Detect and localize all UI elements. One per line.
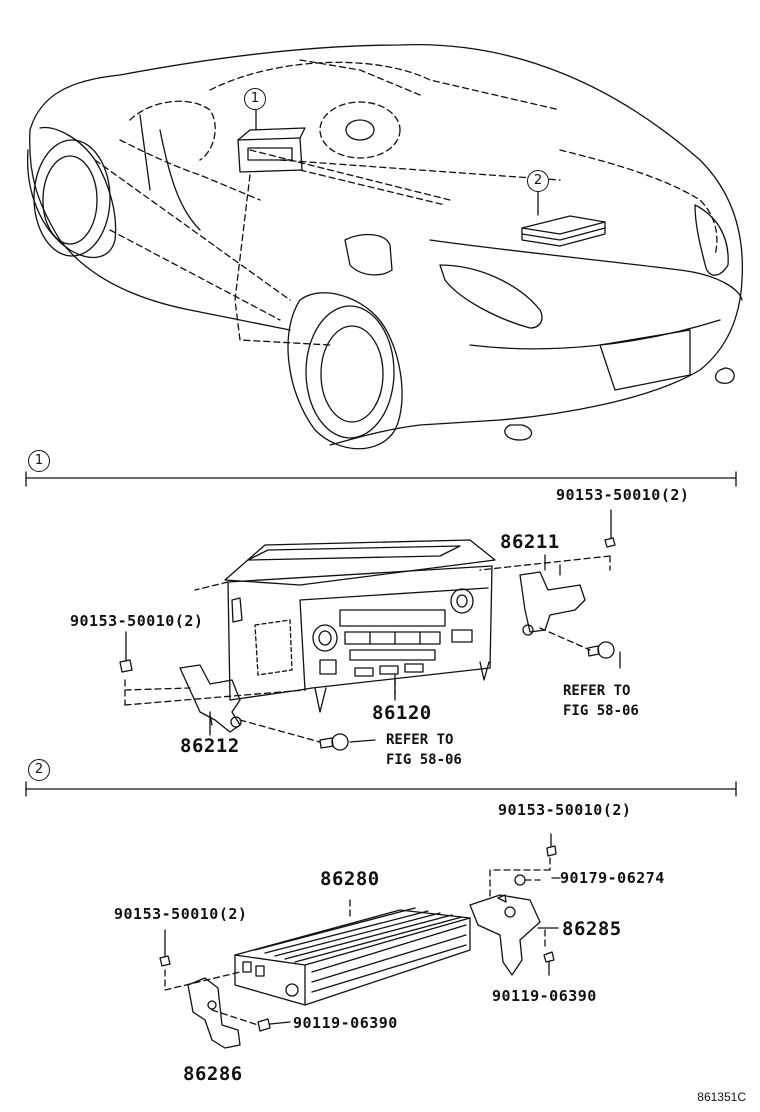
part-label-86212: 86212 <box>180 735 240 757</box>
bolt-top-s2 <box>546 833 557 857</box>
amplifier-86280 <box>234 907 471 1006</box>
screw-left-s2 <box>257 1018 291 1032</box>
bolt-left-s2 <box>159 929 171 967</box>
bolt-left-s1 <box>119 631 133 673</box>
section-2-frame <box>25 781 737 797</box>
leaders-s1 <box>124 555 611 743</box>
bracket-86286 <box>187 977 241 1049</box>
refer-right-line1: REFER TO <box>563 683 631 699</box>
screw-right-s2 <box>543 951 555 976</box>
section-1-frame <box>25 471 737 487</box>
refer-right-line2: FIG 58-06 <box>563 703 639 719</box>
part-label-86211: 86211 <box>500 531 560 553</box>
screw-right-s1 <box>587 641 615 659</box>
part-label-86280: 86280 <box>320 868 380 890</box>
part-label-90119-right-s2: 90119-06390 <box>492 987 597 1005</box>
section-1-callout: 1 <box>28 450 50 472</box>
refer-center-line1: REFER TO <box>386 732 454 748</box>
radio-receiver-86120 <box>224 539 496 713</box>
car-amplifier-unit <box>521 191 606 247</box>
diagram-code: 861351C <box>697 1090 746 1104</box>
section-2-callout: 2 <box>28 759 50 781</box>
car-callout-2: 2 <box>527 170 549 192</box>
part-label-90153-left-s2: 90153-50010(2) <box>114 905 248 923</box>
car-radio-unit <box>237 109 306 173</box>
part-label-90153-left-s1: 90153-50010(2) <box>70 612 204 630</box>
car-callout-1: 1 <box>244 88 266 110</box>
nut-s2 <box>514 874 526 886</box>
part-label-90179-06274: 90179-06274 <box>560 869 665 887</box>
label-leaders <box>209 554 621 929</box>
part-label-90119-left-s2: 90119-06390 <box>293 1014 398 1032</box>
screw-center-s1 <box>319 733 349 751</box>
refer-center-line2: FIG 58-06 <box>386 752 462 768</box>
bracket-86285 <box>469 894 541 976</box>
part-label-86285: 86285 <box>562 918 622 940</box>
bracket-86211 <box>519 564 586 636</box>
part-label-86286: 86286 <box>183 1063 243 1085</box>
leaders-s2 <box>164 857 551 1026</box>
part-label-90153-right-s1: 90153-50010(2) <box>556 486 690 504</box>
part-label-90153-top-s2: 90153-50010(2) <box>498 801 632 819</box>
bolt-right-s1 <box>604 509 616 548</box>
car-illustration <box>26 44 744 450</box>
part-label-86120: 86120 <box>372 702 432 724</box>
